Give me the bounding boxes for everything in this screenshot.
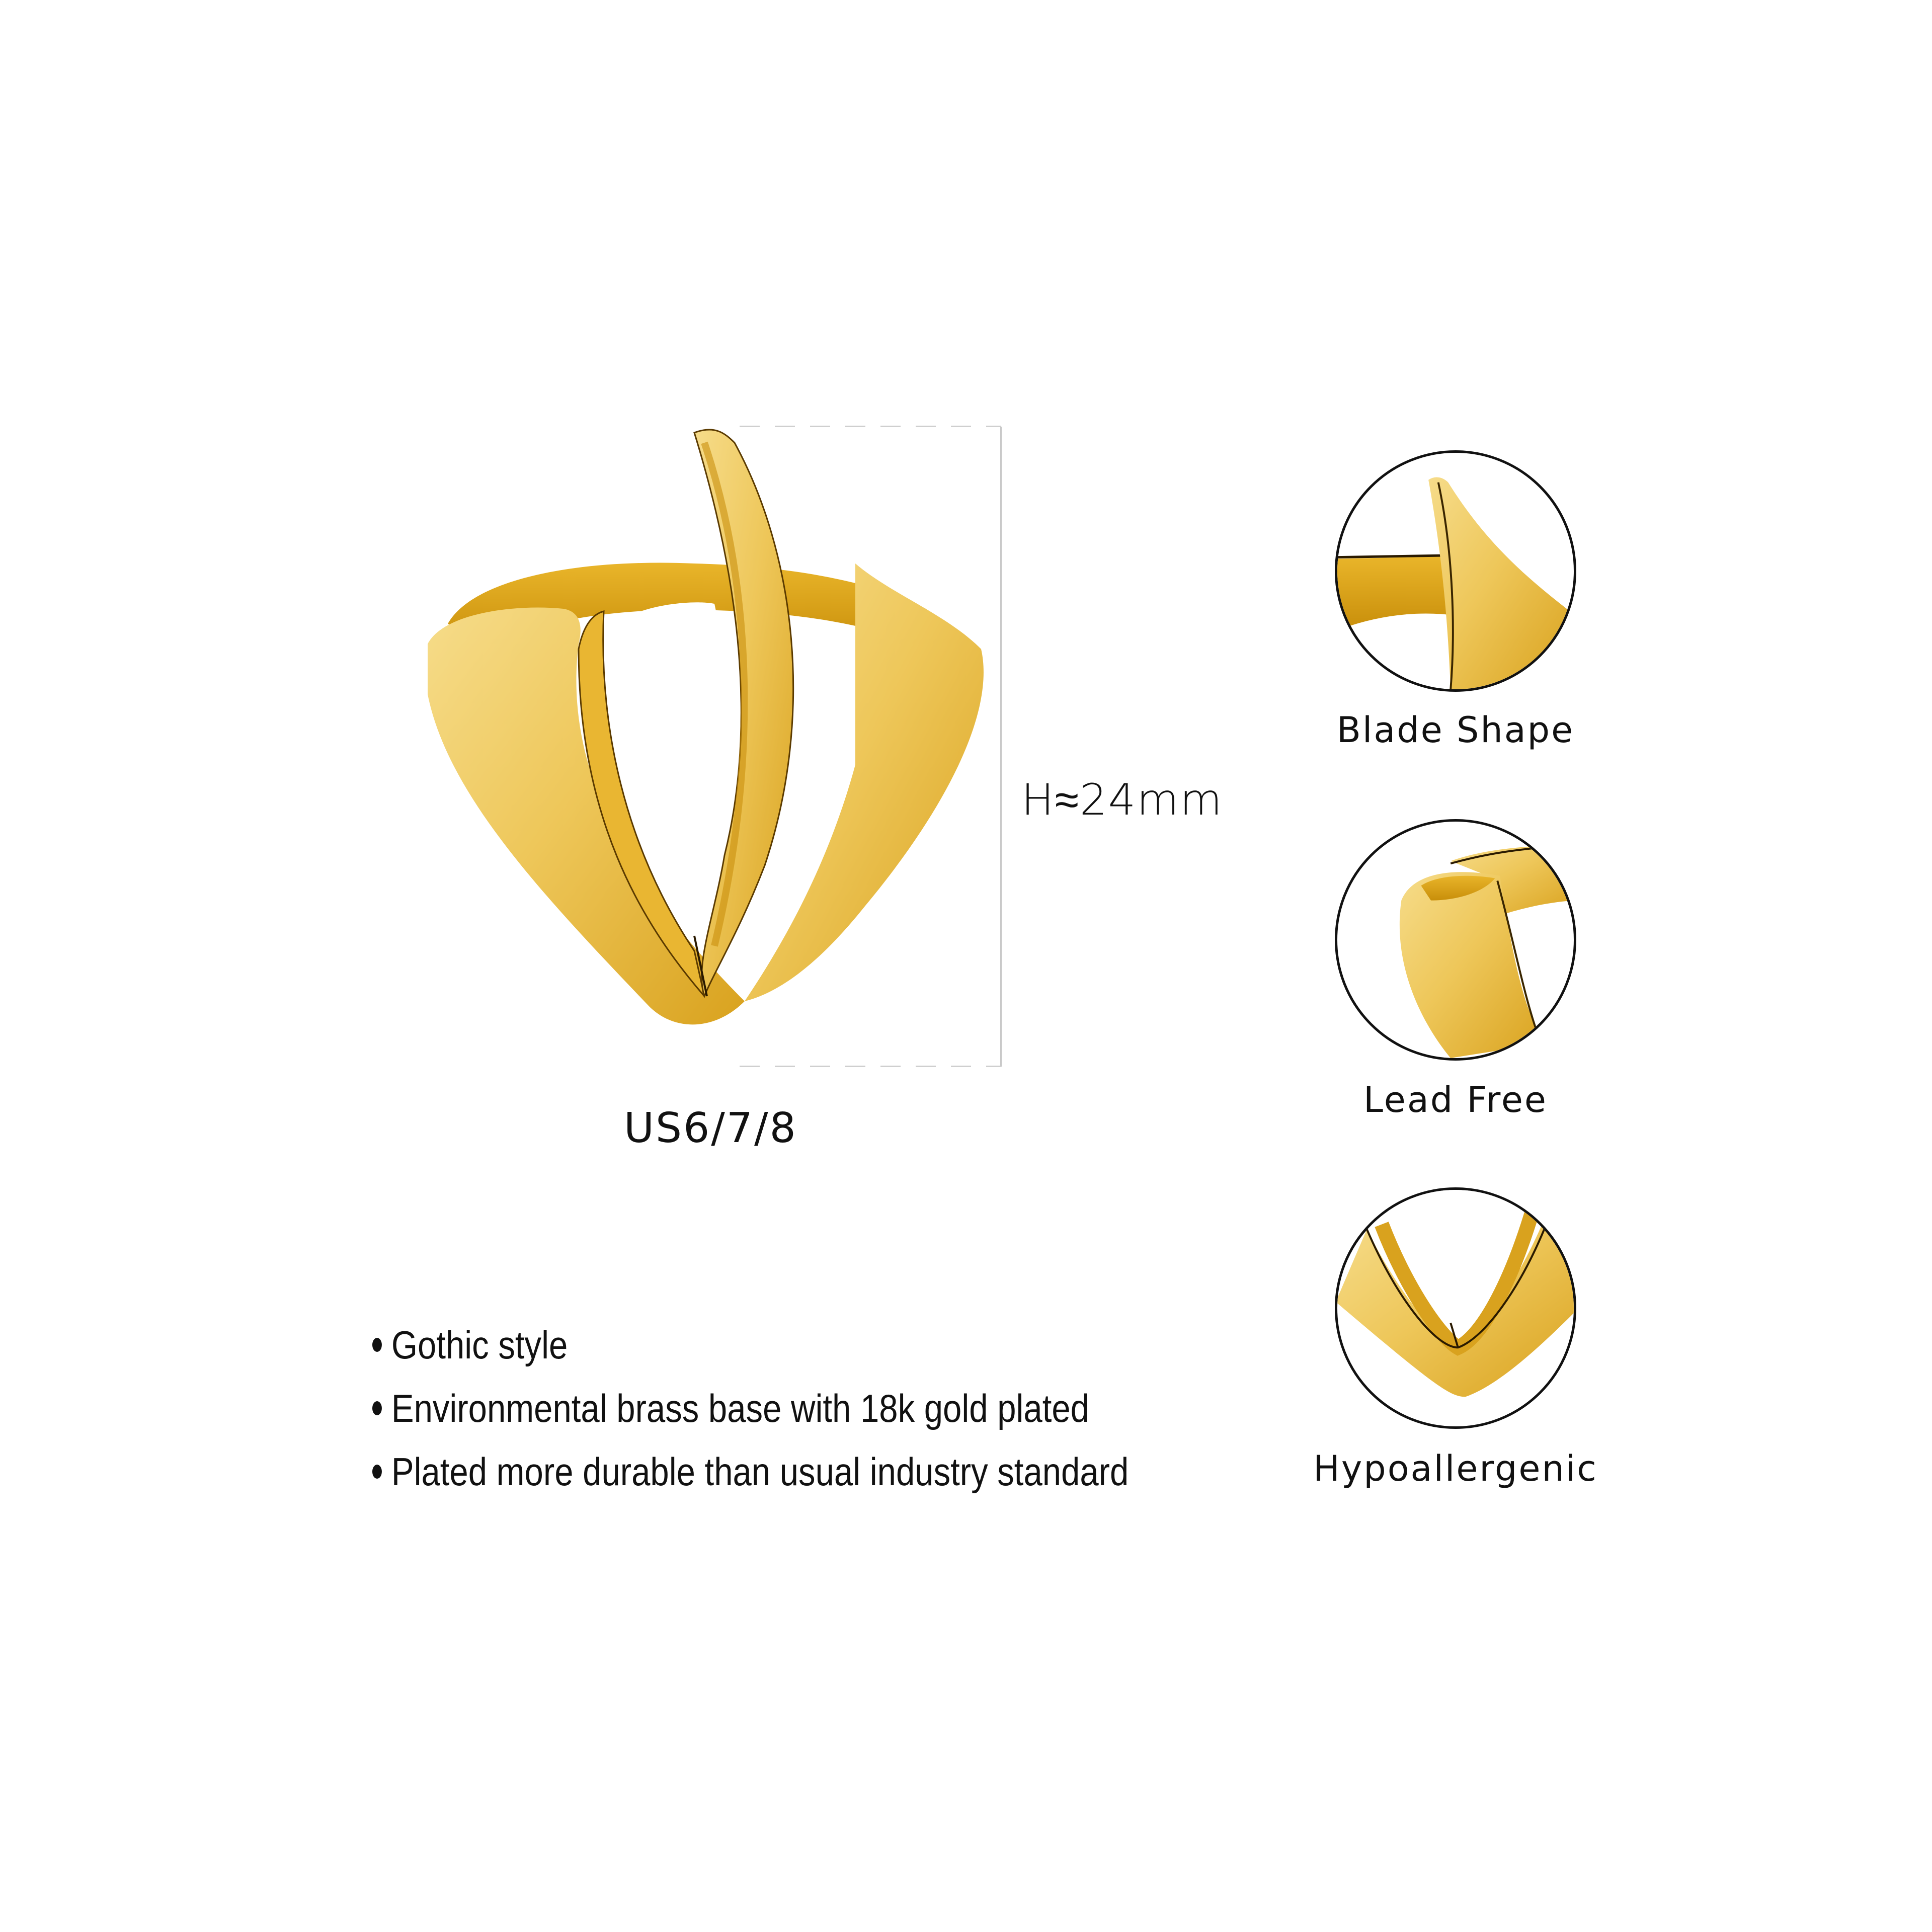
feature-circle-blade-shape (1335, 450, 1576, 692)
ring-size-label: US6/7/8 (624, 1104, 797, 1152)
bullet-dot-icon (372, 1338, 382, 1352)
dimension-line (1000, 427, 1002, 1067)
shank-closeup-icon (1399, 844, 1574, 1058)
height-dimension-label: H≈24mm (1021, 775, 1223, 825)
gold-ring-icon (428, 429, 984, 1025)
feature-label-hypoallergenic: Hypoallergenic (1313, 1448, 1598, 1489)
dimension-tick-top (740, 426, 1001, 427)
bullet-item: Gothic style (372, 1313, 1129, 1377)
bullet-dot-icon (372, 1401, 382, 1415)
feature-label-lead-free: Lead Free (1363, 1079, 1548, 1120)
feature-circle-lead-free (1335, 819, 1576, 1061)
feature-bullet-list: Gothic style Environmental brass base wi… (372, 1313, 1252, 1503)
bullet-dot-icon (372, 1465, 382, 1479)
feature-label-blade-shape: Blade Shape (1336, 709, 1575, 751)
ring-main-image (413, 413, 1016, 1077)
v-point-closeup-icon (1337, 1190, 1574, 1397)
blade-closeup-icon (1337, 477, 1569, 689)
dimension-tick-bottom (740, 1066, 1001, 1067)
bullet-item: Plated more durable than usual industry … (372, 1440, 1129, 1503)
bullet-item: Environmental brass base with 18k gold p… (372, 1377, 1129, 1440)
feature-circle-hypoallergenic (1335, 1187, 1576, 1429)
